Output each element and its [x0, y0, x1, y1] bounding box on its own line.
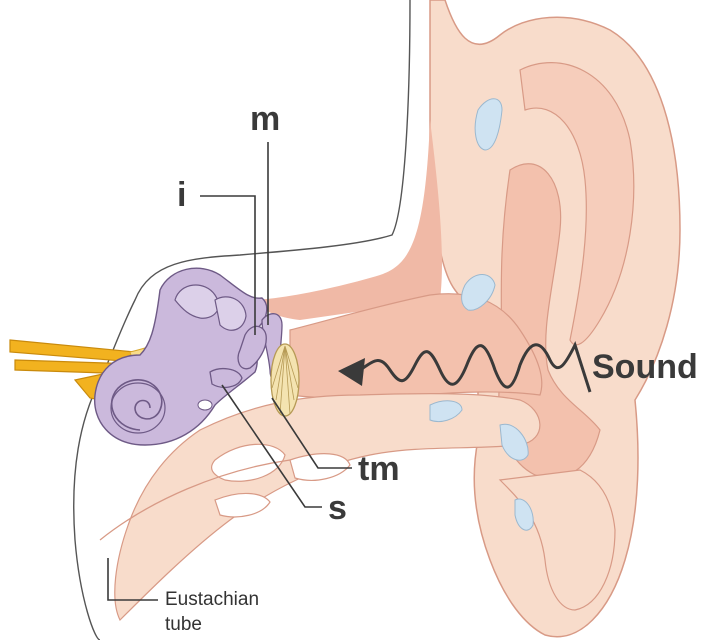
label-tympanic-membrane: tm: [358, 450, 400, 488]
mastoid-cavity-3: [215, 493, 270, 516]
label-sound: Sound: [592, 348, 698, 386]
stapes-bone: [210, 369, 242, 388]
label-malleus: m: [250, 100, 280, 138]
label-eustachian-tube-line1: Eustachian: [165, 589, 259, 610]
label-eustachian-tube-line2: tube: [165, 614, 202, 635]
label-stapes: s: [328, 489, 347, 527]
label-incus: i: [177, 176, 186, 214]
tympanic-membrane-shape: [271, 344, 299, 416]
mastoid-cavity-2: [290, 454, 350, 481]
